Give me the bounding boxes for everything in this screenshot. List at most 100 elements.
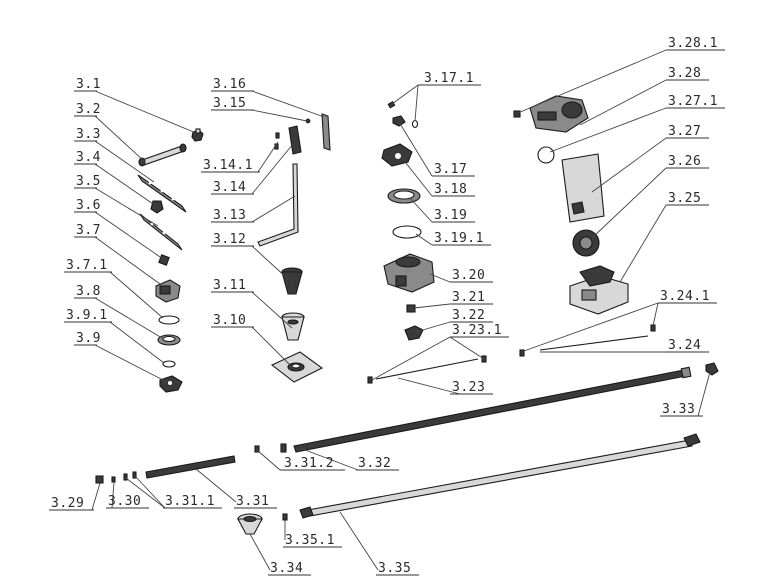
part-3-7 [155, 279, 181, 303]
svg-text:3.34: 3.34 [270, 561, 303, 576]
part-3-23 [375, 358, 479, 380]
label-3-35: 3.35 [376, 561, 419, 576]
svg-text:3.15: 3.15 [213, 96, 246, 111]
label-3-30: 3.30 [106, 494, 149, 509]
svg-text:3.17: 3.17 [434, 162, 467, 177]
label-3-28: 3.28 [666, 66, 709, 81]
svg-text:3.35: 3.35 [378, 561, 411, 576]
part-3-31 [145, 455, 236, 479]
part-3-9-1 [162, 360, 176, 368]
label-3-31-1: 3.31.1 [163, 494, 222, 509]
part-3-33 [705, 362, 719, 376]
part-3-1 [191, 128, 204, 142]
part-3-27 [561, 153, 605, 223]
label-3-28-1: 3.28.1 [666, 36, 725, 51]
part-3-31-2 [254, 443, 287, 453]
part-3-24 [539, 335, 649, 351]
label-3-15: 3.15 [211, 96, 254, 111]
label-3-24: 3.24 [666, 338, 709, 353]
part-3-4 [150, 200, 164, 214]
svg-text:3.26: 3.26 [668, 154, 701, 169]
part-3-31-1 [123, 471, 137, 481]
svg-text:3.17.1: 3.17.1 [424, 71, 474, 86]
svg-text:3.31.1: 3.31.1 [165, 494, 215, 509]
label-3-19-1: 3.19.1 [432, 231, 491, 246]
svg-text:3.6: 3.6 [76, 198, 101, 213]
svg-text:3.30: 3.30 [108, 494, 141, 509]
svg-text:3.16: 3.16 [213, 77, 246, 92]
label-3-26: 3.26 [666, 154, 709, 169]
svg-text:3.13: 3.13 [213, 208, 246, 223]
svg-text:3.11: 3.11 [213, 278, 246, 293]
svg-text:3.32: 3.32 [358, 456, 391, 471]
svg-text:3.8: 3.8 [76, 284, 101, 299]
label-3-11: 3.11 [211, 278, 254, 293]
svg-text:3.3: 3.3 [76, 127, 101, 142]
label-3-16: 3.16 [211, 77, 254, 92]
part-3-19 [387, 188, 421, 204]
svg-text:3.28.1: 3.28.1 [668, 36, 718, 51]
label-3-25: 3.25 [666, 191, 709, 206]
label-3-20: 3.20 [450, 268, 493, 283]
label-3-33: 3.33 [660, 402, 703, 417]
part-3-34 [237, 513, 263, 535]
label-3-17: 3.17 [432, 162, 475, 177]
part-3-17 [392, 115, 406, 127]
label-3-5: 3.5 [74, 174, 101, 189]
part-3-7-1 [158, 315, 180, 325]
part-3-27-1 [537, 146, 555, 164]
part-3-14-1 [274, 132, 280, 150]
part-3-20 [383, 253, 435, 293]
label-3-34: 3.34 [268, 561, 311, 576]
svg-text:3.19.1: 3.19.1 [434, 231, 484, 246]
part-3-18 [381, 143, 413, 167]
svg-text:3.9: 3.9 [76, 331, 101, 346]
part-3-22 [404, 325, 424, 341]
part-3-12 [281, 267, 303, 295]
svg-text:3.31.2: 3.31.2 [284, 456, 334, 471]
part-3-28-1 [513, 110, 521, 118]
label-3-2: 3.2 [74, 102, 100, 117]
svg-text:3.14: 3.14 [213, 180, 246, 195]
label-3-9-1: 3.9.1 [64, 308, 112, 323]
label-3-12: 3.12 [211, 232, 254, 247]
label-3-9: 3.9 [74, 331, 101, 346]
part-3-30 [111, 476, 116, 483]
label-3-3: 3.3 [74, 127, 101, 142]
part-3-8 [157, 334, 181, 346]
part-3-32 [293, 366, 692, 453]
svg-text:3.1: 3.1 [76, 77, 101, 92]
label-3-14-1: 3.14.1 [201, 158, 260, 173]
svg-text:3.33: 3.33 [662, 402, 695, 417]
label-3-31-2: 3.31.2 [280, 456, 345, 471]
svg-text:3.5: 3.5 [76, 174, 101, 189]
label-3-19: 3.19 [432, 208, 475, 223]
label-3-23: 3.23 [450, 380, 493, 395]
label-3-7-1: 3.7.1 [64, 258, 112, 273]
svg-text:3.21: 3.21 [452, 290, 485, 305]
part-3-5 [139, 213, 183, 251]
svg-text:3.7.1: 3.7.1 [66, 258, 108, 273]
svg-text:3.9.1: 3.9.1 [66, 308, 108, 323]
svg-text:3.22: 3.22 [452, 308, 485, 323]
label-3-23-1: 3.23.1 [450, 323, 509, 338]
part-3-3 [137, 174, 187, 213]
part-3-13 [257, 163, 299, 247]
label-3-35-1: 3.35.1 [283, 533, 342, 548]
label-3-24-1: 3.24.1 [658, 289, 717, 304]
label-3-18: 3.18 [432, 182, 475, 197]
svg-text:3.18: 3.18 [434, 182, 467, 197]
label-3-22: 3.22 [450, 308, 493, 323]
svg-text:3.23.1: 3.23.1 [452, 323, 502, 338]
part-3-10 [270, 351, 324, 383]
part-3-35-1 [282, 513, 288, 521]
label-3-31: 3.31 [234, 494, 277, 509]
label-3-8: 3.8 [74, 284, 101, 299]
svg-text:3.12: 3.12 [213, 232, 246, 247]
svg-text:3.25: 3.25 [668, 191, 701, 206]
label-3-6: 3.6 [74, 198, 101, 213]
svg-text:3.4: 3.4 [76, 150, 101, 165]
part-3-19-1 [392, 225, 422, 239]
part-3-28 [529, 95, 589, 133]
